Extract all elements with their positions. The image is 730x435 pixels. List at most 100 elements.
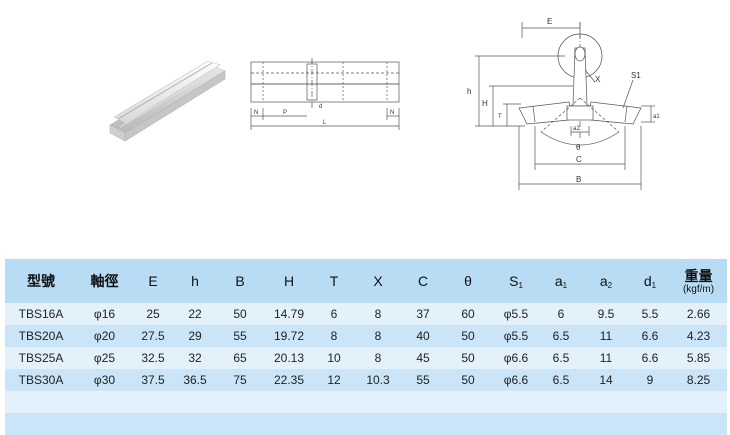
cell-B: 65 [233,351,247,365]
cell-T: 12 [327,373,341,387]
cell-H: 22.35 [273,373,305,387]
cell-X: 10.3 [366,373,390,387]
cell-T: 10 [327,351,341,365]
empty-cell [5,413,727,435]
cell-S1: φ6.6 [503,373,529,387]
side-label-n-left: N [254,110,258,116]
cell-shaft: φ30 [93,373,116,387]
cell-h: 32 [188,351,202,365]
cell-B: 75 [233,373,247,387]
cell-H: 20.13 [273,351,305,365]
cell-X: 8 [374,329,382,343]
cell-d1: 5.5 [641,307,659,321]
section-label-H: H [482,99,488,108]
cell-S1: φ5.5 [503,307,529,321]
cell-a2: 11 [599,351,613,365]
cell-X: 8 [374,307,382,321]
column-header-X: X [373,273,383,289]
cell-H: 19.72 [273,329,305,343]
column-header-T: T [329,273,339,289]
cell-weight: 8.25 [686,373,711,387]
section-label-t: T [498,114,502,120]
cell-d1: 9 [646,373,654,387]
cell-E: 27.5 [141,329,165,343]
cell-h: 22 [188,307,202,321]
cell-X: 8 [374,351,382,365]
cell-theta: 50 [461,351,475,365]
side-label-l: L [323,120,327,126]
section-label-x: X [595,75,601,84]
table-row: TBS25A φ25 32.5 32 65 20.13 10 8 45 50 φ6.6 6.5 11 6.… [5,347,727,369]
cell-B: 50 [233,307,247,321]
cell-model: TBS16A [18,307,64,321]
cell-S1: φ6.6 [503,351,529,365]
empty-row [5,391,727,413]
column-header-C: C [417,273,429,289]
cell-theta: 60 [461,307,475,321]
table-row: TBS20A φ20 27.5 29 55 19.72 8 8 40 50 φ5.5 6.5 11 6.6… [5,325,727,347]
column-header-d1: d1 [643,273,657,290]
cell-h: 29 [188,329,202,343]
side-label-n-right: N [390,110,394,116]
cell-E: 32.5 [141,351,165,365]
cell-h: 36.5 [183,373,207,387]
section-label-a1: a1 [653,114,660,120]
cell-T: 6 [330,307,338,321]
section-label-theta: θ [576,143,581,152]
cell-C: 45 [416,351,430,365]
cell-weight: 2.66 [686,307,711,321]
cell-a1: 6.5 [552,351,570,365]
empty-cell [5,391,727,413]
column-header-E: E [148,273,158,289]
cell-d1: 6.6 [641,329,659,343]
column-header-a1: a1 [554,273,568,290]
cell-a2: 14 [599,373,613,387]
cell-a1: 6.5 [552,373,570,387]
cell-B: 55 [233,329,247,343]
rail-3d-illustration [109,60,226,142]
column-header-theta: θ [464,273,472,289]
column-header-h: h [191,273,199,289]
cell-model: TBS30A [18,373,64,387]
cross-section-drawing: E X S1 h H T a2 a1 θ C B [467,17,660,190]
cell-a1: 6 [557,307,565,321]
section-label-h: h [467,87,471,96]
section-label-s1: S1 [631,71,641,80]
column-header-weight: 重量(kgf/m) [682,267,715,295]
cell-theta: 50 [461,373,475,387]
empty-row [5,413,727,435]
column-header-shaft: 軸徑 [90,273,119,289]
cell-S1: φ5.5 [503,329,529,343]
side-label-p: P [283,110,287,116]
section-label-c: C [576,155,582,164]
column-header-B: B [235,273,245,289]
cell-theta: 50 [461,329,475,343]
column-header-H: H [283,273,295,289]
column-header-model: 型號 [27,273,55,289]
section-label-a2: a2 [573,126,580,132]
cell-shaft: φ25 [93,351,116,365]
cell-model: TBS25A [18,351,64,365]
side-label-d: d [319,104,322,110]
cell-T: 8 [330,329,338,343]
cell-a1: 6.5 [552,329,570,343]
cell-shaft: φ20 [93,329,116,343]
side-view-drawing: N P L N d [250,58,400,130]
column-header-a2: a2 [599,273,613,290]
cell-weight: 4.23 [686,329,711,343]
cell-C: 40 [416,329,430,343]
cell-weight: 5.85 [686,351,711,365]
cell-model: TBS20A [18,329,64,343]
section-label-e: E [547,17,552,26]
cell-d1: 6.6 [641,351,659,365]
column-header-S1: S1 [509,273,523,290]
cell-C: 55 [416,373,430,387]
cell-a2: 9.5 [597,307,615,321]
cell-a2: 11 [599,329,613,343]
cell-H: 14.79 [273,307,305,321]
